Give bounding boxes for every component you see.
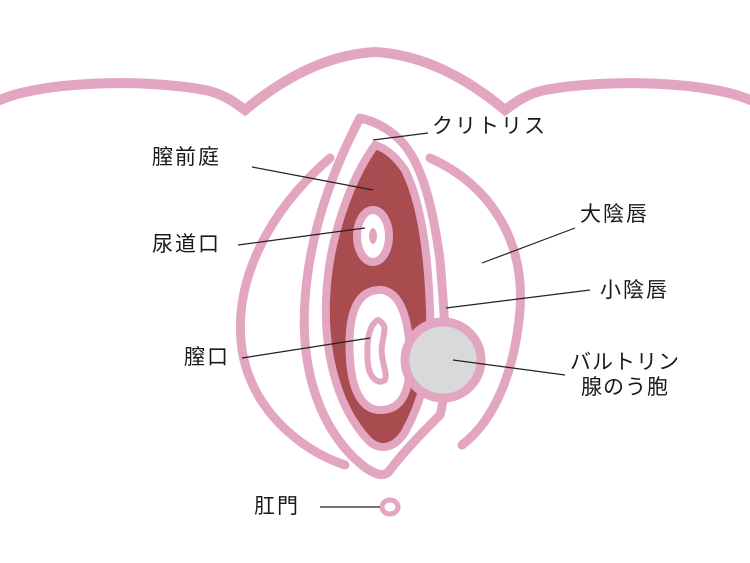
label-bartholin-cyst: バルトリン 腺のう胞: [570, 350, 680, 400]
bartholin-cyst: [400, 317, 486, 403]
label-bartholin-line2: 腺のう胞: [581, 375, 669, 400]
labia-majora-left: [235, 153, 350, 470]
leader-vaginal-opening: [241, 337, 371, 359]
vaginal-opening-inner: [364, 316, 389, 385]
labia-majora-right: [425, 153, 525, 450]
label-labia-minora: 小陰唇: [600, 278, 669, 302]
leader-clitoris: [372, 132, 429, 141]
label-vaginal-opening: 膣口: [184, 345, 230, 369]
leader-urethral-opening: [237, 227, 366, 246]
leader-labia-majora: [481, 227, 576, 264]
label-vestibule: 膣前庭: [152, 145, 221, 169]
leader-labia-minora: [445, 289, 591, 309]
label-clitoris: クリトリス: [432, 114, 547, 138]
label-bartholin-line1: バルトリン: [570, 350, 680, 374]
body-contour: [0, 46, 750, 117]
urethral-opening-inner: [369, 228, 377, 244]
leader-bartholin: [452, 359, 566, 376]
leader-vestibule: [251, 166, 374, 191]
label-anus: 肛門: [254, 494, 300, 518]
label-urethral-opening: 尿道口: [152, 232, 221, 256]
labia-minora-outline: [299, 113, 451, 480]
label-labia-majora: 大陰唇: [580, 202, 649, 226]
anus: [379, 497, 401, 517]
